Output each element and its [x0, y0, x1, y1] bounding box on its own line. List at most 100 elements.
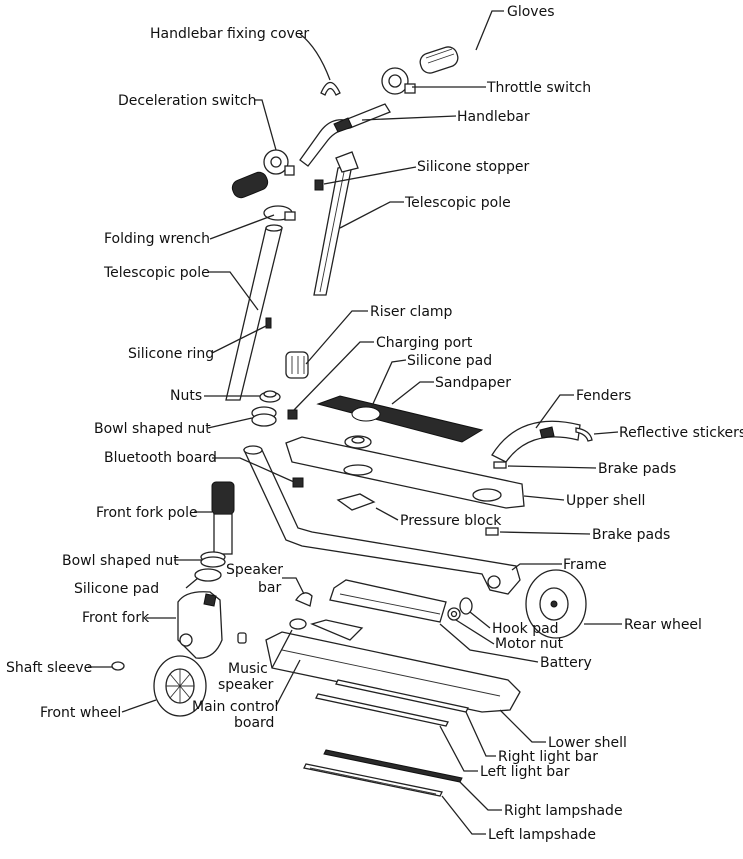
- label-silicone-ring: Silicone ring: [128, 346, 214, 362]
- label-right-lampshade: Right lampshade: [504, 803, 623, 819]
- leader-main-control-board: [275, 659, 301, 707]
- front-fork-pole-part: [211, 481, 235, 555]
- sandpaper-part: [316, 395, 484, 443]
- bluetooth-board-part: [292, 477, 304, 488]
- leader-pressure-block: [375, 507, 399, 521]
- callout-labels: Gloves Handlebar fixing cover Throttle s…: [6, 4, 743, 843]
- deceleration-switch-part: [263, 149, 295, 176]
- label-hook-pad: Hook pad: [492, 621, 559, 637]
- brake-pads-top-part: [493, 461, 507, 469]
- label-frame: Frame: [563, 557, 607, 573]
- label-front-fork: Front fork: [82, 610, 150, 626]
- leader-charging-port: [293, 341, 374, 411]
- nuts-part: [259, 390, 281, 403]
- label-gloves: Gloves: [507, 4, 555, 20]
- label-bowl-shaped-nut-top: Bowl shaped nut: [94, 421, 211, 437]
- leader-handlebar-fixing-cover: [299, 33, 331, 81]
- leader-motor-nut: [455, 619, 495, 645]
- leader-front-wheel: [121, 699, 157, 713]
- glove-right-part: [419, 46, 459, 74]
- battery-part: [329, 579, 447, 623]
- label-shaft-sleeve: Shaft sleeve: [6, 660, 92, 676]
- charging-port-part: [287, 409, 298, 420]
- leader-sandpaper: [391, 381, 434, 405]
- label-folding-wrench: Folding wrench: [104, 231, 210, 247]
- label-handlebar: Handlebar: [457, 109, 530, 125]
- label-throttle-switch: Throttle switch: [486, 80, 591, 96]
- telescopic-pole-right-part: [313, 151, 359, 296]
- label-battery: Battery: [540, 655, 592, 671]
- right-lampshade-part: [323, 749, 463, 783]
- label-right-light-bar: Right light bar: [498, 749, 598, 765]
- leader-telescopic-pole-left: [208, 271, 259, 311]
- leader-bowl-shaped-nut-top: [207, 417, 253, 429]
- right-light-bar-part: [335, 679, 469, 713]
- label-front-wheel: Front wheel: [40, 705, 121, 721]
- label-bowl-shaped-nut-bottom: Bowl shaped nut: [62, 553, 179, 569]
- leader-riser-clamp: [305, 310, 368, 365]
- pressure-block-part: [336, 493, 376, 511]
- leader-fenders: [535, 394, 574, 429]
- silicone-pad-top-part: [344, 435, 372, 449]
- front-fork-part: [177, 591, 223, 659]
- leader-music-speaker: [271, 629, 293, 669]
- label-lower-shell: Lower shell: [548, 735, 627, 751]
- label-deceleration-switch: Deceleration switch: [118, 93, 257, 109]
- glove-left-part: [231, 171, 269, 199]
- leader-frame: [511, 563, 562, 571]
- label-nuts: Nuts: [170, 388, 202, 404]
- leader-silicone-stopper: [323, 166, 417, 185]
- leader-lines: [88, 10, 622, 835]
- leader-reflective-stickers: [593, 431, 619, 435]
- brake-pads-bottom-part: [485, 527, 499, 536]
- leader-battery: [439, 623, 539, 663]
- leader-bluetooth-board: [212, 457, 295, 483]
- label-upper-shell: Upper shell: [566, 493, 645, 509]
- label-bluetooth-board: Bluetooth board: [104, 450, 217, 466]
- label-main-control-line2: board: [234, 715, 274, 731]
- leader-left-lampshade: [441, 795, 486, 835]
- leader-speaker-bar: [282, 577, 305, 595]
- label-speaker-line2: bar: [258, 580, 281, 596]
- shaft-sleeve-part: [111, 661, 125, 671]
- leader-brake-pads-bottom: [499, 531, 591, 535]
- label-speaker-line1: Speaker: [226, 562, 283, 578]
- leader-folding-wrench: [209, 214, 275, 240]
- leader-silicone-pad-top: [371, 359, 407, 407]
- leader-gloves: [475, 10, 504, 51]
- speaker-bar-part: [295, 592, 313, 607]
- front-wheel-part: [153, 655, 207, 717]
- label-motor-nut: Motor nut: [495, 636, 564, 652]
- label-charging-port: Charging port: [376, 335, 473, 351]
- reflective-stickers-part: [575, 427, 593, 442]
- rear-wheel-part: [525, 569, 587, 639]
- leader-left-light-bar: [439, 725, 478, 772]
- leader-silicone-ring: [211, 324, 269, 354]
- throttle-switch-part: [381, 67, 416, 95]
- label-riser-clamp: Riser clamp: [370, 304, 453, 320]
- label-silicone-stopper: Silicone stopper: [417, 159, 529, 175]
- label-pressure-block: Pressure block: [400, 513, 502, 529]
- leader-right-lampshade: [459, 781, 502, 811]
- left-lampshade-part: [303, 763, 443, 797]
- label-silicone-pad-bottom: Silicone pad: [74, 581, 159, 597]
- upper-shell-part: [285, 436, 525, 509]
- telescopic-pole-left-part: [225, 224, 283, 401]
- leader-upper-shell: [523, 495, 565, 501]
- frame-part: [242, 445, 521, 595]
- label-sandpaper: Sandpaper: [435, 375, 511, 391]
- silicone-stopper-part: [314, 179, 324, 191]
- leader-hook-pad: [469, 611, 491, 629]
- leader-deceleration-switch: [254, 99, 277, 151]
- bowl-shaped-nut-top-part: [251, 406, 277, 427]
- leader-brake-pads-top: [507, 465, 597, 469]
- label-telescopic-pole-left: Telescopic pole: [103, 265, 210, 281]
- riser-clamp-part: [285, 351, 309, 379]
- leader-right-light-bar: [465, 711, 496, 757]
- label-left-lampshade: Left lampshade: [488, 827, 596, 843]
- label-left-light-bar: Left light bar: [480, 764, 570, 780]
- leader-handlebar: [361, 115, 457, 121]
- label-fenders: Fenders: [576, 388, 631, 404]
